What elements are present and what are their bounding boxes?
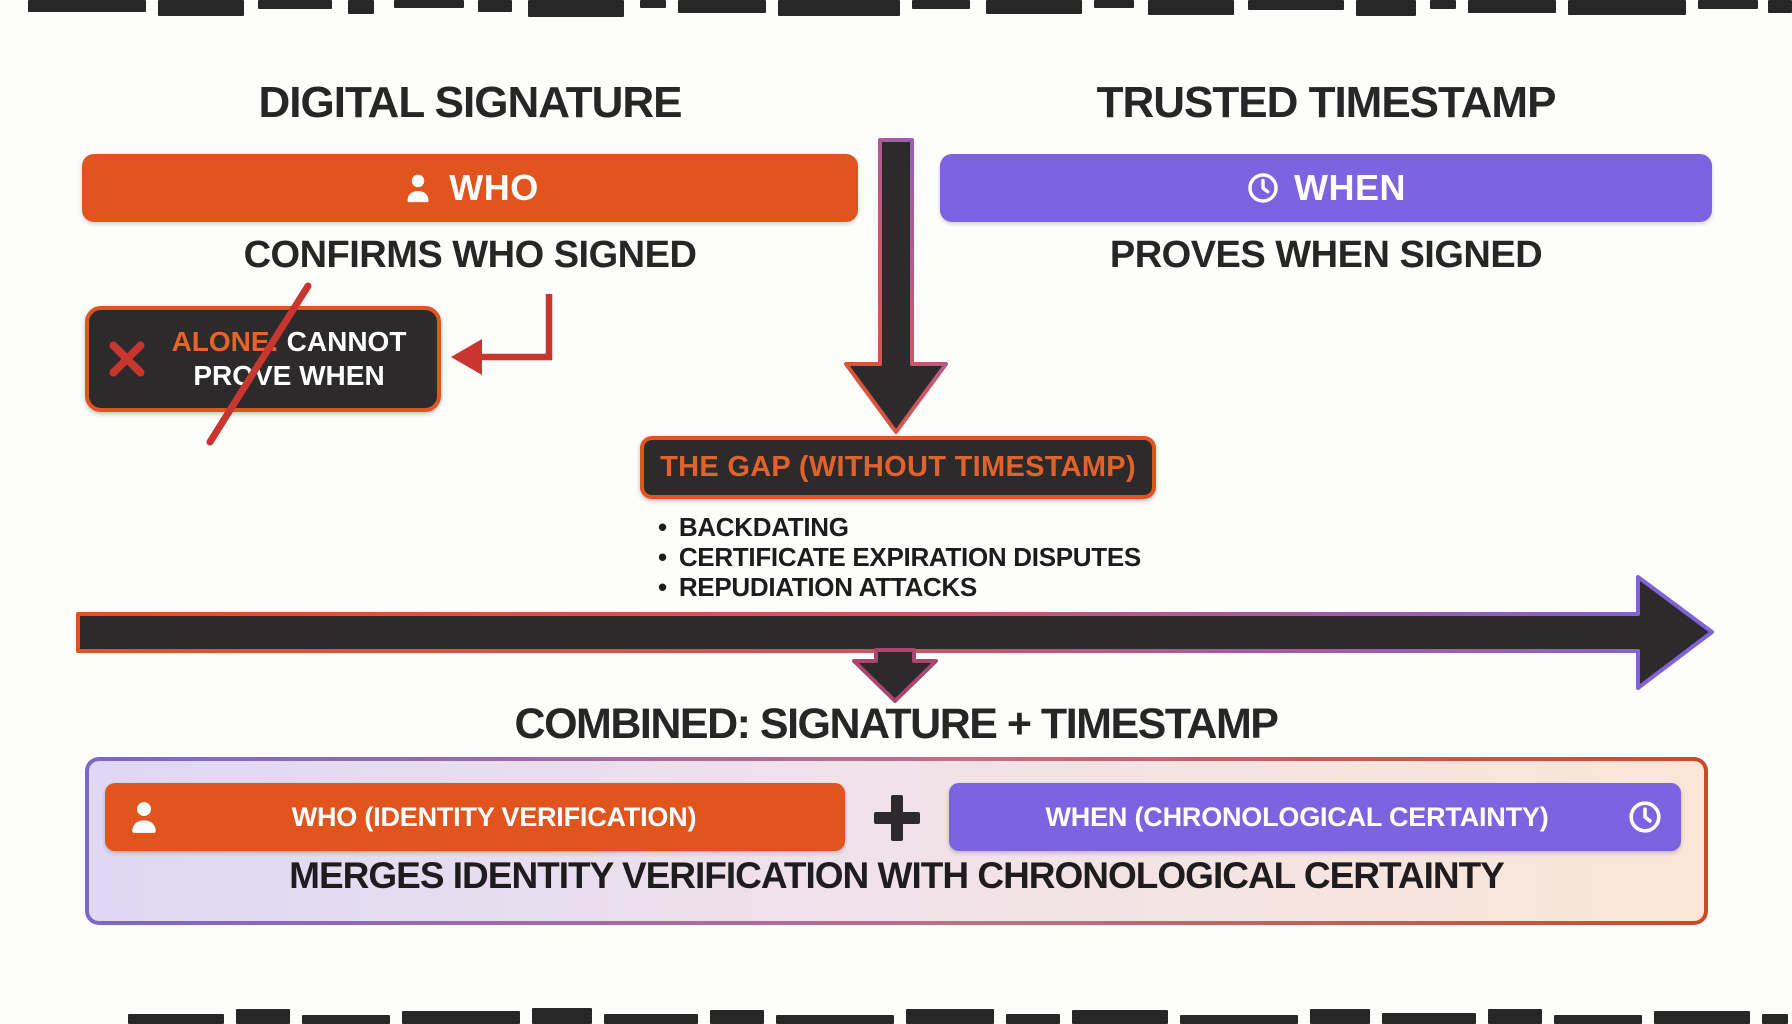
red-callout-arrowhead: [451, 339, 482, 375]
alone-rest: CANNOT: [278, 325, 407, 357]
trusted-timestamp-heading: TRUSTED TIMESTAMP: [1096, 78, 1557, 127]
alone-line2: PROVE WHEN: [193, 360, 385, 391]
gap-title-box: THE GAP (WITHOUT TIMESTAMP): [640, 436, 1156, 499]
bullet-text: CERTIFICATE EXPIRATION DISPUTES: [678, 542, 1141, 572]
clock-icon: [1627, 799, 1663, 835]
bullet-dot: •: [658, 512, 667, 542]
bullet-dot: •: [658, 542, 667, 572]
who-bar: WHO: [82, 154, 858, 222]
proves-when-signed-text: PROVES WHEN SIGNED: [1109, 234, 1543, 276]
who-bar-label: WHO: [449, 167, 539, 208]
combined-who-bar: WHO (IDENTITY VERIFICATION): [105, 783, 845, 851]
confirms-who-signed-text: CONFIRMS WHO SIGNED: [243, 234, 697, 276]
top-edge-artifacts: [0, 0, 1792, 20]
combined-heading: COMBINED: SIGNATURE + TIMESTAMP: [514, 700, 1279, 748]
gap-bullet: • REPUDIATION ATTACKS: [658, 572, 1141, 602]
plus-icon: [874, 795, 920, 841]
combined-when-label: WHEN (CHRONOLOGICAL CERTAINTY): [1045, 801, 1549, 832]
alone-highlight: ALONE:: [171, 325, 279, 357]
gap-bullet-list: • BACKDATING • CERTIFICATE EXPIRATION DISPU…: [658, 512, 1141, 602]
x-icon: [103, 335, 151, 383]
combined-container-inner: WHO (IDENTITY VERIFICATION) WHEN (CHRONO…: [89, 761, 1704, 921]
combined-who-label: WHO (IDENTITY VERIFICATION): [291, 801, 697, 832]
down-arrow-small: [852, 648, 938, 703]
person-icon: [125, 798, 163, 836]
clock-icon: [1246, 171, 1280, 205]
red-callout-arrow: [481, 294, 553, 361]
bullet-text: REPUDIATION ATTACKS: [678, 572, 977, 602]
combined-container: WHO (IDENTITY VERIFICATION) WHEN (CHRONO…: [85, 757, 1708, 925]
merges-caption: MERGES IDENTITY VERIFICATION WITH CHRONO…: [289, 855, 1505, 896]
gap-bullet: • CERTIFICATE EXPIRATION DISPUTES: [658, 542, 1141, 572]
vertical-flow-arrow: [844, 138, 948, 434]
combined-when-bar: WHEN (CHRONOLOGICAL CERTAINTY): [949, 783, 1681, 851]
when-bar: WHEN: [940, 154, 1712, 222]
bottom-edge-artifacts: [0, 1004, 1792, 1024]
alone-warning-box: ALONE: CANNOT PROVE WHEN: [85, 306, 441, 412]
person-icon: [401, 171, 435, 205]
gap-bullet: • BACKDATING: [658, 512, 1141, 542]
bullet-text: BACKDATING: [678, 512, 849, 542]
when-bar-label: WHEN: [1294, 167, 1406, 208]
bullet-dot: •: [658, 572, 667, 602]
alone-warning-text: ALONE: CANNOT PROVE WHEN: [151, 325, 427, 393]
digital-signature-heading: DIGITAL SIGNATURE: [258, 78, 683, 127]
gap-title: THE GAP (WITHOUT TIMESTAMP): [660, 451, 1136, 483]
